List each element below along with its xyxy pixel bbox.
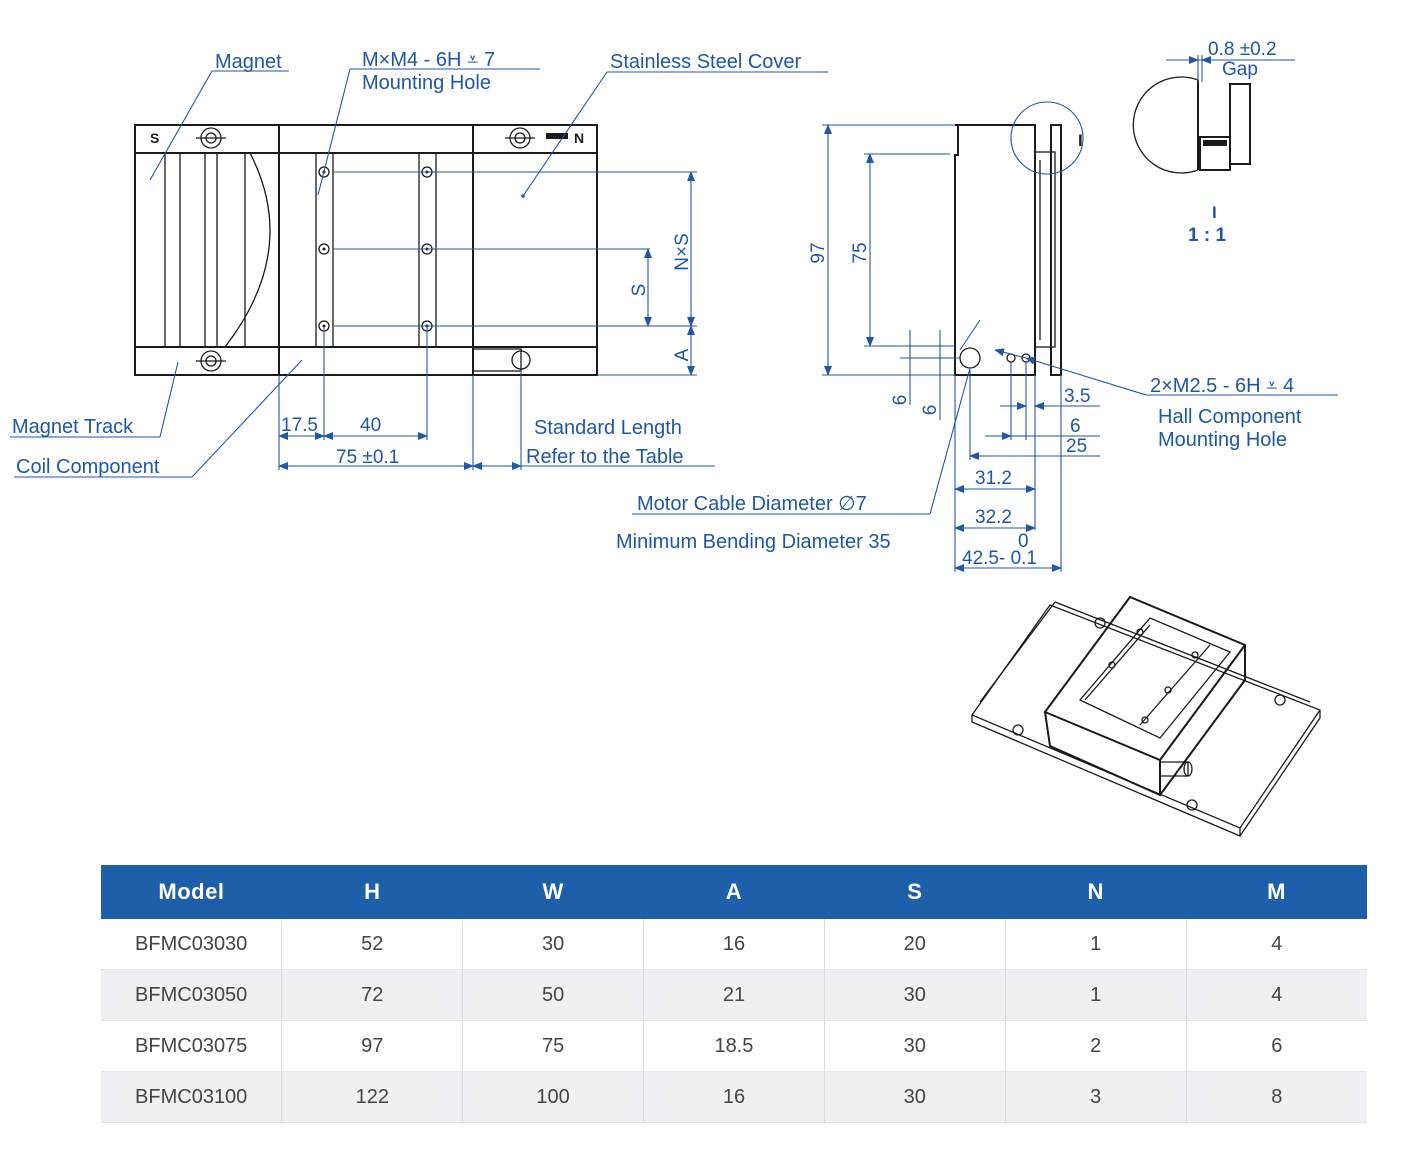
dim-97: 97	[808, 242, 829, 263]
header-m: M	[1186, 865, 1367, 919]
dim-s: S	[629, 284, 650, 297]
dim-17-5: 17.5	[281, 415, 318, 436]
header-a: A	[643, 865, 825, 919]
label-standard-length: Standard Length	[534, 417, 682, 439]
label-mounting-hole: Mounting Hole	[362, 72, 491, 94]
header-h: H	[281, 865, 463, 919]
dim-25: 25	[1066, 436, 1087, 457]
cell-h: 52	[281, 919, 464, 970]
cell-model: BFMC03030	[101, 919, 283, 970]
detail-letter: I	[1078, 131, 1083, 150]
cell-w: 75	[462, 1020, 645, 1072]
cell-n: 1	[1005, 919, 1187, 970]
front-view: S N	[134, 124, 598, 376]
cell-h: 97	[281, 1020, 464, 1072]
header-w: W	[462, 865, 644, 919]
cell-m: 4	[1186, 919, 1367, 970]
side-view: I	[954, 101, 1084, 376]
front-view-callouts: Magnet M×M4 - 6H ⩡ 7 Mounting Hole Stain…	[10, 49, 828, 478]
cell-m: 8	[1186, 1071, 1367, 1123]
cell-h: 72	[281, 969, 464, 1021]
cell-s: 20	[824, 919, 1006, 970]
pole-n-label: N	[574, 130, 584, 146]
label-mounting-spec: M×M4 - 6H ⩡ 7	[362, 49, 495, 71]
side-view-dimensions: 97 75 6 6 3.5 6 25 31.2 32.2 0 42.5- 0.1	[808, 124, 1100, 572]
cell-s: 30	[824, 969, 1006, 1021]
dim-gap: 0.8 ±0.2	[1208, 39, 1277, 60]
dim-6c: 6	[1070, 416, 1081, 437]
table-header-row: Model H W A S N M	[101, 865, 1367, 919]
label-hall-mounting-hole: Mounting Hole	[1158, 429, 1287, 451]
label-stainless-cover: Stainless Steel Cover	[610, 51, 802, 73]
label-gap: Gap	[1222, 59, 1258, 80]
dim-31-2: 31.2	[975, 468, 1012, 489]
cell-w: 30	[462, 919, 645, 970]
dim-40: 40	[360, 415, 381, 436]
table-row: BFMC03050 72 50 21 30 1 4	[101, 969, 1367, 1021]
table-row: BFMC03030 52 30 16 20 1 4	[101, 919, 1367, 970]
front-view-dimensions: N×S S A 17.5 40 75 ±0.1	[278, 171, 715, 470]
spec-table: Model H W A S N M BFMC03030 52 30 16 20 …	[101, 865, 1367, 1123]
cell-m: 4	[1186, 969, 1367, 1021]
label-motor-cable: Motor Cable Diameter ∅7	[637, 493, 867, 515]
label-min-bending: Minimum Bending Diameter 35	[616, 531, 891, 553]
cell-s: 30	[824, 1020, 1006, 1072]
cell-a: 18.5	[643, 1020, 825, 1072]
dim-3-5: 3.5	[1064, 386, 1090, 407]
header-s: S	[824, 865, 1006, 919]
cell-n: 1	[1005, 969, 1187, 1021]
cell-s: 30	[824, 1071, 1006, 1123]
detail-view: 0.8 ±0.2 Gap I 1 : 1	[1132, 39, 1295, 246]
detail-scale: 1 : 1	[1188, 225, 1226, 246]
dim-75-vertical: 75	[850, 242, 871, 263]
label-hall-component: Hall Component	[1158, 406, 1302, 428]
cell-h: 122	[281, 1071, 464, 1123]
table-row: BFMC03100 122 100 16 30 3 8	[101, 1071, 1367, 1123]
header-model: Model	[101, 865, 282, 919]
dim-a: A	[672, 348, 693, 361]
dim-6a: 6	[890, 395, 911, 406]
cell-model: BFMC03050	[101, 969, 283, 1021]
label-magnet-track: Magnet Track	[12, 416, 134, 438]
technical-drawing: S N N×S S A 17.5 40 75 ±0.1 Magnet M×	[10, 39, 1338, 837]
cell-a: 16	[643, 919, 825, 970]
isometric-motor-illustration	[971, 595, 1321, 837]
label-refer-table: Refer to the Table	[526, 446, 684, 468]
header-n: N	[1005, 865, 1187, 919]
cell-w: 100	[462, 1071, 645, 1123]
detail-ref-letter: I	[1212, 203, 1217, 222]
dim-42-5-upper-tol: 0	[1018, 531, 1029, 552]
dim-75: 75 ±0.1	[336, 447, 399, 468]
cell-model: BFMC03100	[101, 1071, 283, 1123]
cell-model: BFMC03075	[101, 1020, 283, 1072]
cell-n: 3	[1005, 1071, 1187, 1123]
label-hall-spec: 2×M2.5 - 6H ⩡ 4	[1150, 375, 1294, 397]
side-view-callouts: Motor Cable Diameter ∅7 Minimum Bending …	[616, 319, 1338, 553]
dim-42-5: 42.5- 0.1	[962, 548, 1037, 569]
cell-w: 50	[462, 969, 645, 1021]
cell-a: 21	[643, 969, 825, 1021]
dim-32-2: 32.2	[975, 507, 1012, 528]
cell-a: 16	[643, 1071, 825, 1123]
track-screw-icons	[196, 127, 535, 372]
pole-s-label: S	[150, 130, 159, 146]
label-coil-component: Coil Component	[16, 456, 160, 478]
cell-n: 2	[1005, 1020, 1187, 1072]
dim-6b: 6	[920, 405, 941, 416]
table-row: BFMC03075 97 75 18.5 30 2 6	[101, 1020, 1367, 1072]
label-magnet: Magnet	[215, 51, 282, 73]
cell-m: 6	[1186, 1020, 1367, 1072]
dim-nxs: N×S	[672, 233, 693, 271]
